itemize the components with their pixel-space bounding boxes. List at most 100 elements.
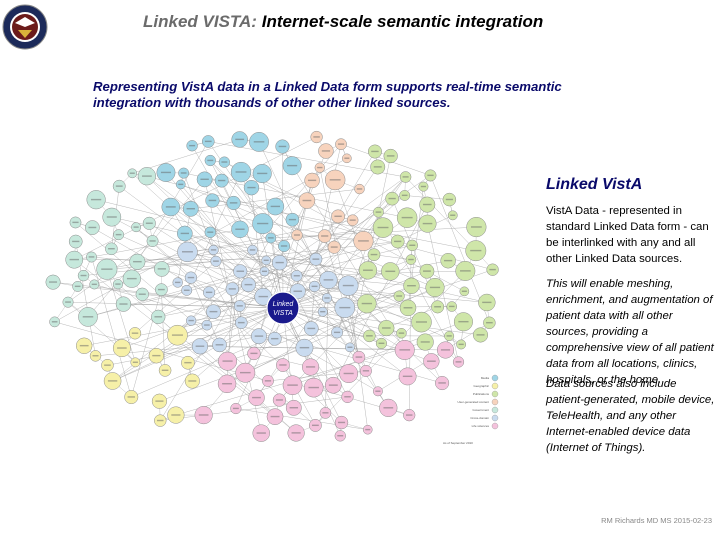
diagram-edge xyxy=(405,176,476,251)
dataset-node-label-mark xyxy=(383,407,394,409)
diagram-edge xyxy=(74,136,317,260)
dataset-node-label-mark xyxy=(289,407,299,409)
dataset-node-label-mark xyxy=(405,414,413,416)
side-heading: Linked VistA xyxy=(546,176,643,193)
diagram-edge xyxy=(119,186,284,309)
dataset-node-label-mark xyxy=(51,321,58,323)
dataset-node-label-mark xyxy=(434,306,442,308)
dataset-node-label-mark xyxy=(222,383,232,385)
dataset-node-label-mark xyxy=(458,320,469,323)
dataset-node-label-mark xyxy=(307,179,317,182)
dataset-node-label-mark xyxy=(486,321,493,324)
dataset-node-label-mark xyxy=(228,288,236,290)
dataset-node-label-mark xyxy=(420,341,430,343)
dataset-node-label-mark xyxy=(157,268,166,270)
diagram-edge xyxy=(160,396,348,421)
dataset-node-label-mark xyxy=(396,295,403,297)
dataset-node-label-mark xyxy=(365,428,371,431)
dataset-node-label-mark xyxy=(250,352,258,355)
legend-swatch xyxy=(491,374,499,382)
dataset-node-label-mark xyxy=(440,349,451,351)
dataset-node-label-mark xyxy=(294,234,300,236)
dataset-node-label-mark xyxy=(178,183,184,186)
dataset-node-label-mark xyxy=(375,390,381,392)
dataset-node-label-mark xyxy=(145,222,153,224)
dataset-node-label-mark xyxy=(337,421,346,424)
dataset-node-label-mark xyxy=(74,285,81,288)
dataset-node-label-mark xyxy=(461,290,467,292)
side-paragraph-3: Data sources also include patient-genera… xyxy=(546,378,715,454)
dataset-node-label-mark xyxy=(171,414,181,416)
diagram-edge xyxy=(96,199,285,247)
diagram-edge xyxy=(132,173,241,272)
dataset-node-label-mark xyxy=(65,301,71,303)
dataset-node-label-mark xyxy=(152,354,161,357)
diagram-edge xyxy=(180,184,284,309)
diagram-edge xyxy=(87,179,205,318)
dataset-node-label-mark xyxy=(218,179,226,182)
legend-label: Life sciences xyxy=(472,424,490,428)
dataset-node-label-mark xyxy=(106,216,117,218)
legend-label: Government xyxy=(472,408,489,412)
legend-swatch xyxy=(491,422,499,430)
dataset-node-label-mark xyxy=(188,380,197,382)
dataset-node-label-mark xyxy=(378,342,385,344)
dataset-node-label-mark xyxy=(445,198,453,201)
diagram-edge xyxy=(187,227,384,253)
dataset-node-label-mark xyxy=(429,286,441,289)
diagram-edge xyxy=(270,226,477,239)
diagram-edge xyxy=(83,241,398,276)
dataset-node-label-mark xyxy=(270,415,280,418)
dataset-node-label-mark xyxy=(363,269,373,271)
diagram-edge xyxy=(210,232,370,337)
dataset-node-label-mark xyxy=(189,144,196,147)
legend-label: Media xyxy=(481,376,490,380)
dataset-node-label-mark xyxy=(215,344,224,346)
dataset-node-label-mark xyxy=(370,253,378,256)
dataset-node-label-mark xyxy=(204,140,212,143)
dataset-node-label-mark xyxy=(438,382,446,384)
dataset-node-label-mark xyxy=(307,327,316,330)
dataset-node-label-mark xyxy=(72,240,80,243)
dataset-node-label-mark xyxy=(222,360,233,362)
dataset-node-label-mark xyxy=(72,221,79,224)
dataset-node-label-mark xyxy=(210,249,217,251)
dataset-node-label-mark xyxy=(91,283,97,286)
diagram-edge xyxy=(315,270,466,426)
dataset-node-label-mark xyxy=(257,222,269,225)
dataset-node-label-mark xyxy=(90,198,102,201)
dataset-node-label-mark xyxy=(324,297,330,299)
dataset-node-label-mark xyxy=(180,232,189,235)
dataset-node-label-mark xyxy=(92,355,99,357)
dataset-node-label-mark xyxy=(237,321,245,324)
dataset-node-label-mark xyxy=(275,399,283,401)
diagram-edge xyxy=(112,245,285,382)
dataset-node-label-mark xyxy=(195,345,205,347)
dataset-node-label-mark xyxy=(306,366,316,368)
dataset-node-label-mark xyxy=(446,335,452,337)
dataset-node-label-mark xyxy=(422,203,432,206)
dataset-node-label-mark xyxy=(403,307,413,309)
dataset-node-label-mark xyxy=(221,161,228,163)
diagram-edge xyxy=(134,261,217,334)
dataset-node-label-mark xyxy=(401,216,413,219)
dataset-node-label-mark xyxy=(293,275,300,277)
diagram-edge xyxy=(156,307,284,356)
dataset-node-label-mark xyxy=(401,194,408,197)
diagram-edge xyxy=(132,139,240,174)
dataset-node-label-mark xyxy=(373,166,382,168)
dataset-node-label-mark xyxy=(175,281,181,284)
diagram-edge xyxy=(213,235,325,312)
dataset-node-label-mark xyxy=(427,174,434,177)
dataset-node-label-mark xyxy=(311,285,318,288)
diagram-edge xyxy=(240,172,284,309)
dataset-node-label-mark xyxy=(82,316,94,318)
dataset-node-label-mark xyxy=(156,419,164,422)
dataset-node-label-mark xyxy=(377,226,389,229)
dataset-node-label-mark xyxy=(80,274,87,277)
dataset-node-label-mark xyxy=(344,157,350,159)
dataset-node-label-mark xyxy=(232,407,239,410)
dataset-node-label-mark xyxy=(388,197,396,200)
dataset-node-label-mark xyxy=(131,332,139,334)
diagram-edge xyxy=(146,176,493,270)
